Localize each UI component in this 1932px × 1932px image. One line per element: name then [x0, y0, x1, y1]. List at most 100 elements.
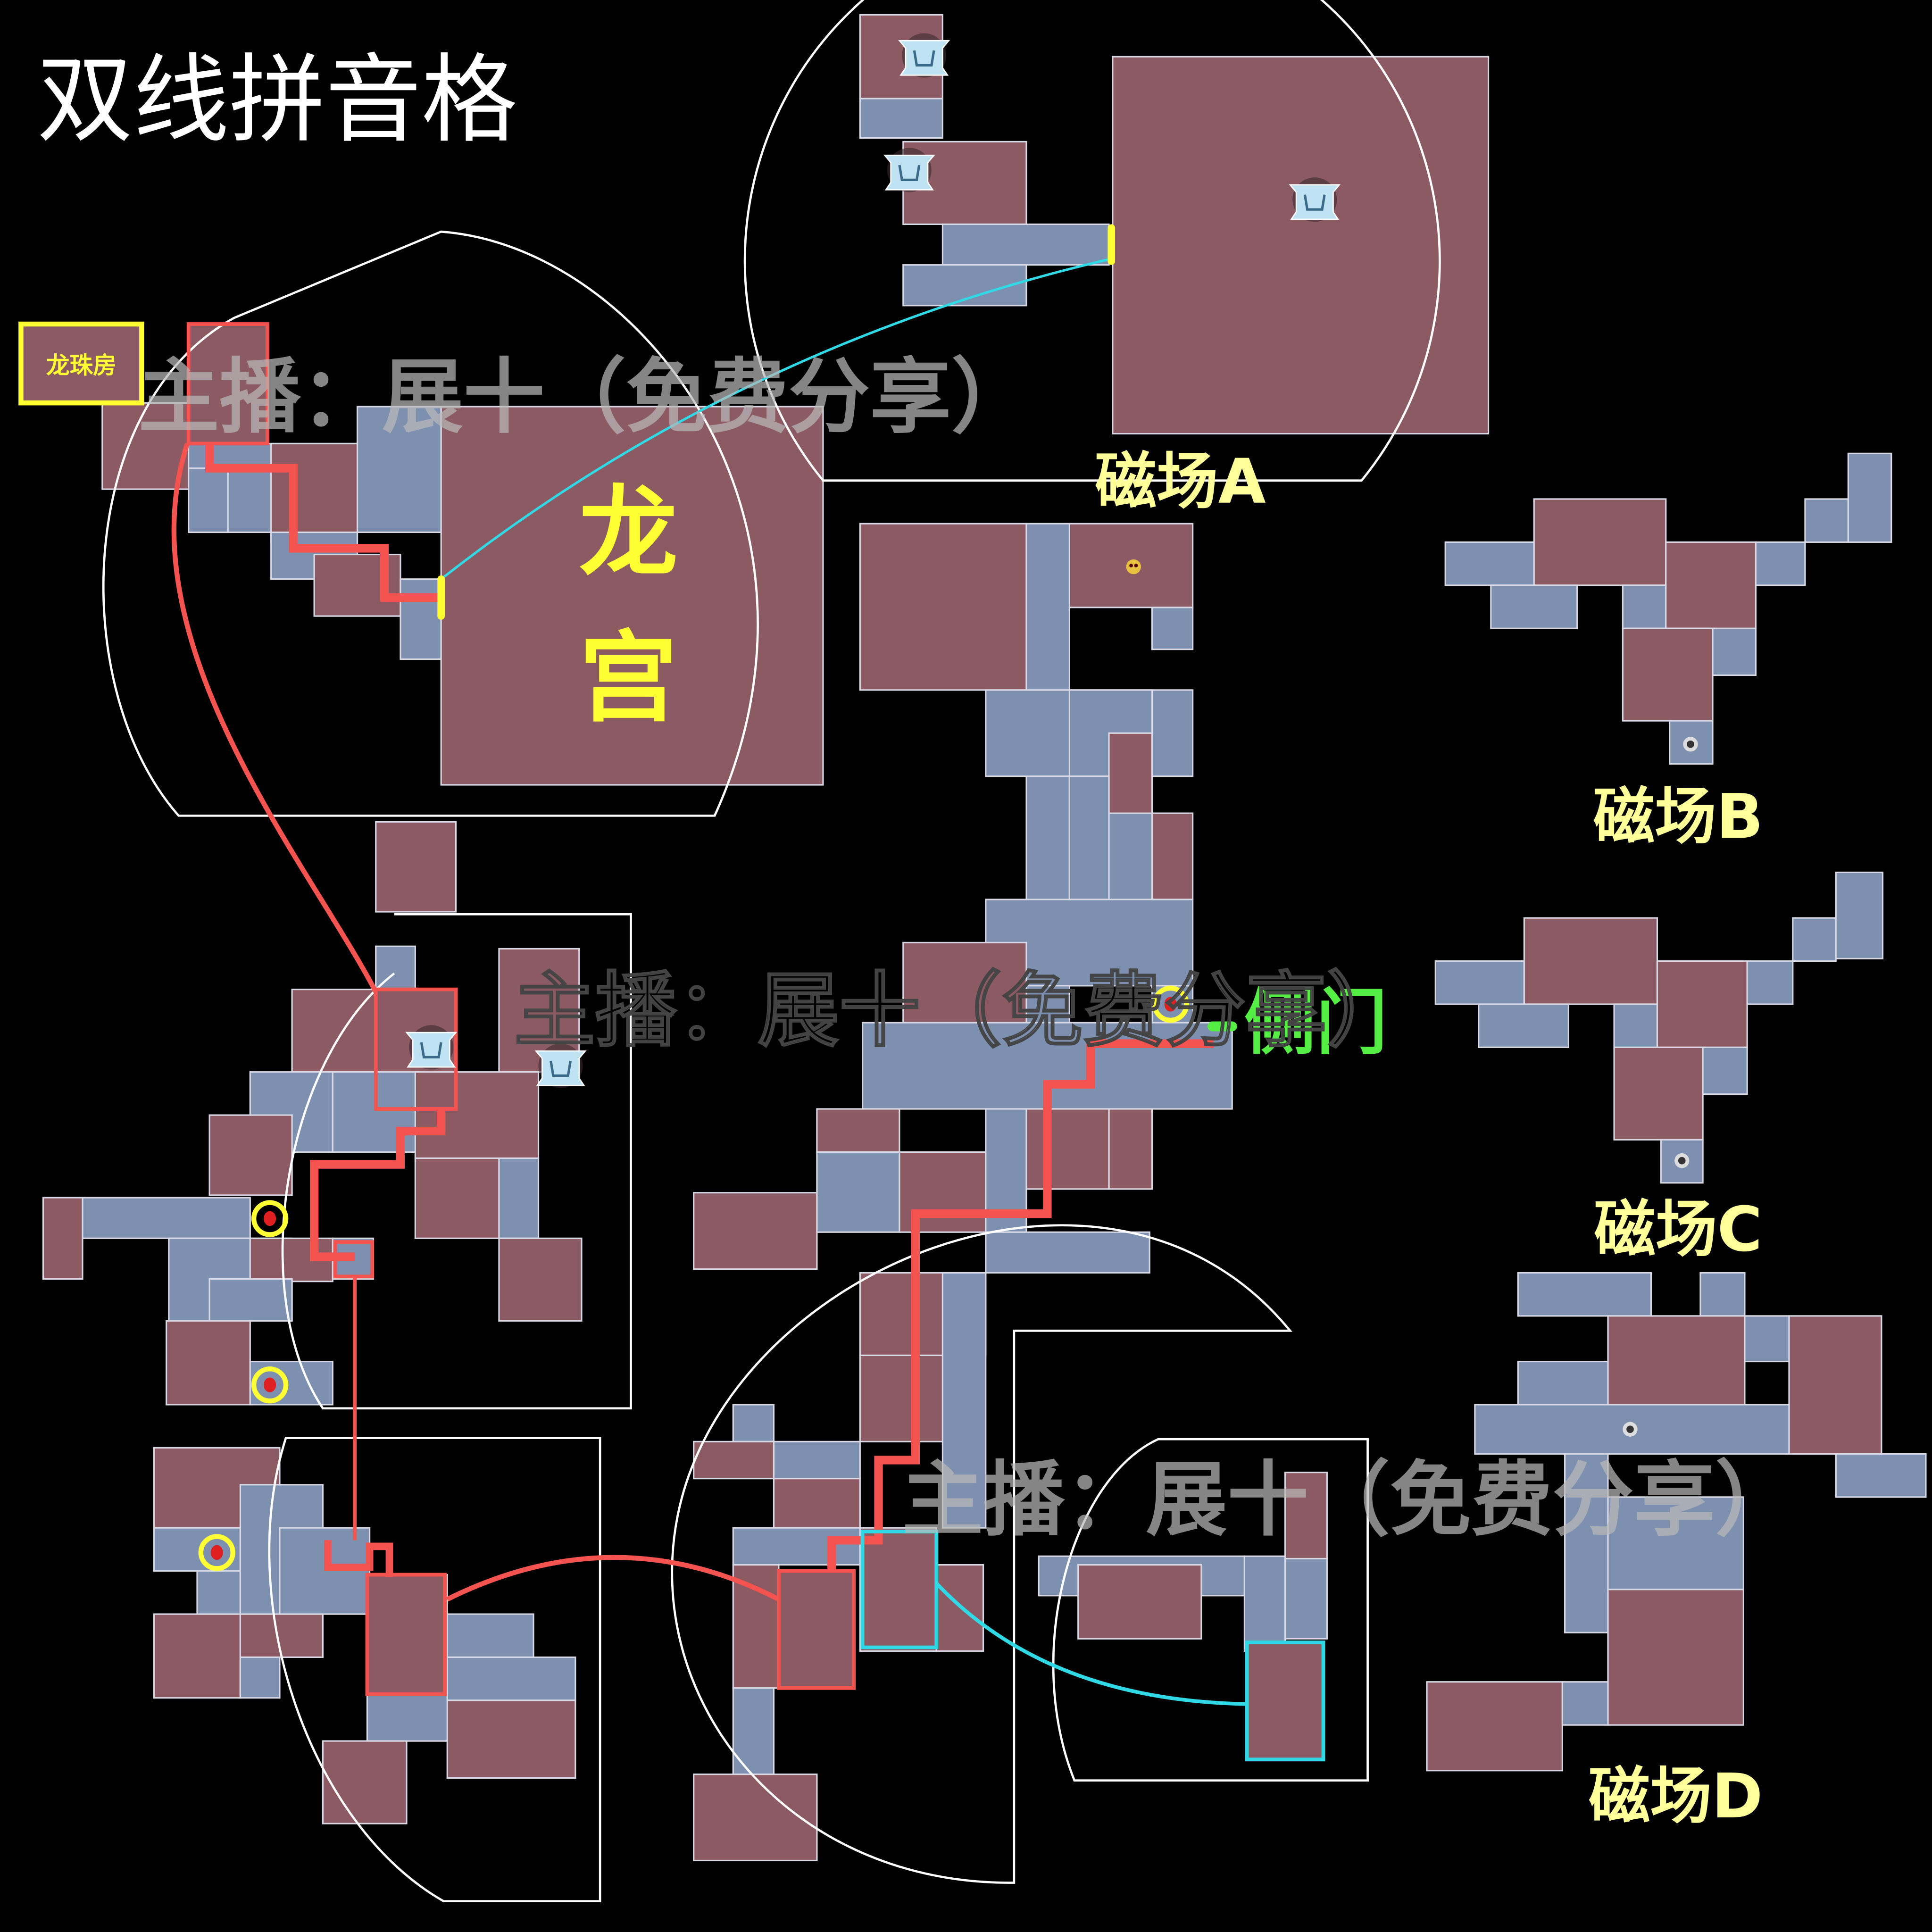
- magnet-c-label: 磁场C: [1594, 1193, 1762, 1265]
- corridor: [1835, 871, 1884, 959]
- room: [693, 1441, 775, 1480]
- start-room-highlight: [186, 322, 269, 446]
- magnet-b-label: 磁场B: [1593, 781, 1763, 852]
- room: [1108, 1108, 1153, 1190]
- red-route-curve-north: [171, 442, 378, 993]
- routes: [18, 224, 1325, 1762]
- map-rooms: [20, 14, 1927, 1862]
- corridor: [1564, 1453, 1609, 1633]
- treasure-chest-icon: [405, 1025, 458, 1070]
- red-route-west: [309, 1109, 446, 1261]
- red-route-southwest: [324, 1540, 393, 1577]
- room: [366, 1574, 448, 1695]
- corridor: [732, 1527, 861, 1566]
- treasure-chest-icon: [534, 1043, 587, 1088]
- corridor: [1613, 1003, 1658, 1048]
- corridor: [1712, 627, 1757, 676]
- zone-boundaries: [102, 0, 1441, 1903]
- treasure-chest-icon: [1289, 177, 1341, 222]
- room: [1284, 1472, 1328, 1560]
- west-chest-room-highlight: [374, 987, 458, 1111]
- corridor: [1478, 1003, 1569, 1048]
- corridor: [1755, 541, 1806, 586]
- corridor: [1804, 498, 1849, 543]
- room: [414, 1071, 540, 1159]
- magnet-icon: [1674, 1153, 1690, 1168]
- corridor: [1517, 1272, 1652, 1317]
- south-center-room-highlight: [777, 1569, 856, 1690]
- corridor: [366, 1693, 448, 1742]
- room: [446, 1699, 576, 1779]
- treasure-chest-icon: [898, 33, 950, 78]
- dragon-palace-label-1: 龙: [579, 476, 678, 591]
- dragon-palace-boundary: [102, 230, 759, 817]
- room: [859, 523, 1027, 691]
- room: [693, 1192, 818, 1270]
- corridor: [356, 406, 442, 533]
- room: [1077, 1564, 1202, 1640]
- corridor: [1151, 607, 1194, 650]
- room: [1656, 960, 1748, 1048]
- room: [859, 1354, 943, 1442]
- corridor: [941, 1272, 987, 1529]
- corridor: [188, 467, 229, 533]
- room: [414, 1157, 500, 1239]
- corridor: [1607, 1496, 1744, 1591]
- room: [498, 1237, 583, 1322]
- target-marker-icon: [251, 1366, 289, 1404]
- watermark-middle: 主播：展十（免费分享）: [514, 963, 1408, 1058]
- corridor: [1434, 960, 1525, 1005]
- cyan-route-north: [440, 258, 1112, 580]
- corridor: [859, 98, 943, 139]
- south-center-boundary: [671, 1224, 1292, 1884]
- dragon-pearl-room-frame: [18, 321, 144, 406]
- room: [935, 1564, 984, 1652]
- magnet-a-label: 磁场A: [1095, 446, 1266, 517]
- room: [239, 1613, 324, 1658]
- corridor: [400, 578, 442, 660]
- room: [1607, 1315, 1746, 1406]
- room: [1533, 498, 1667, 586]
- corridor: [1284, 1557, 1328, 1640]
- corridor: [1847, 452, 1892, 543]
- corridor: [941, 223, 1110, 266]
- target-marker-icon: [1152, 985, 1189, 1023]
- corridor: [1744, 1315, 1790, 1363]
- side-door-label: 侧门: [1244, 981, 1387, 1064]
- red-route-palace: [205, 443, 441, 602]
- corridor: [446, 1656, 576, 1701]
- map-icons: [198, 33, 1698, 1571]
- room: [440, 406, 824, 786]
- target-marker-icon: [198, 1534, 235, 1571]
- magnet-icon: [1683, 737, 1698, 752]
- room: [1108, 732, 1153, 814]
- dragon-pearl-room-label: 龙珠房: [46, 352, 117, 379]
- room: [153, 1613, 241, 1699]
- corridor: [773, 1441, 861, 1480]
- corridor: [1517, 1360, 1609, 1406]
- room: [1025, 1108, 1110, 1190]
- corridor: [985, 1231, 1150, 1274]
- room: [188, 323, 268, 444]
- corridor: [816, 1151, 900, 1233]
- corridor: [1561, 1681, 1609, 1726]
- target-marker-icon: [251, 1200, 289, 1237]
- skull-icon: [1126, 559, 1141, 575]
- room: [20, 323, 142, 404]
- room: [208, 1114, 293, 1196]
- southwest-room-highlight: [365, 1573, 447, 1696]
- corridor: [732, 1404, 775, 1442]
- room: [693, 1774, 818, 1862]
- watermark-bottom: 主播：展十（免费分享）: [902, 1452, 1796, 1547]
- corridor: [1622, 584, 1667, 629]
- watermark-top: 主播：展十（免费分享）: [138, 350, 1033, 444]
- room: [1246, 1641, 1324, 1760]
- dragon-palace-label-2: 宫: [579, 621, 678, 736]
- magnet-a-boundary: [743, 0, 1441, 482]
- corridor: [498, 1157, 540, 1239]
- room: [902, 941, 1027, 1024]
- room: [42, 1197, 83, 1280]
- room: [778, 1570, 855, 1689]
- corridor: [1243, 1555, 1286, 1652]
